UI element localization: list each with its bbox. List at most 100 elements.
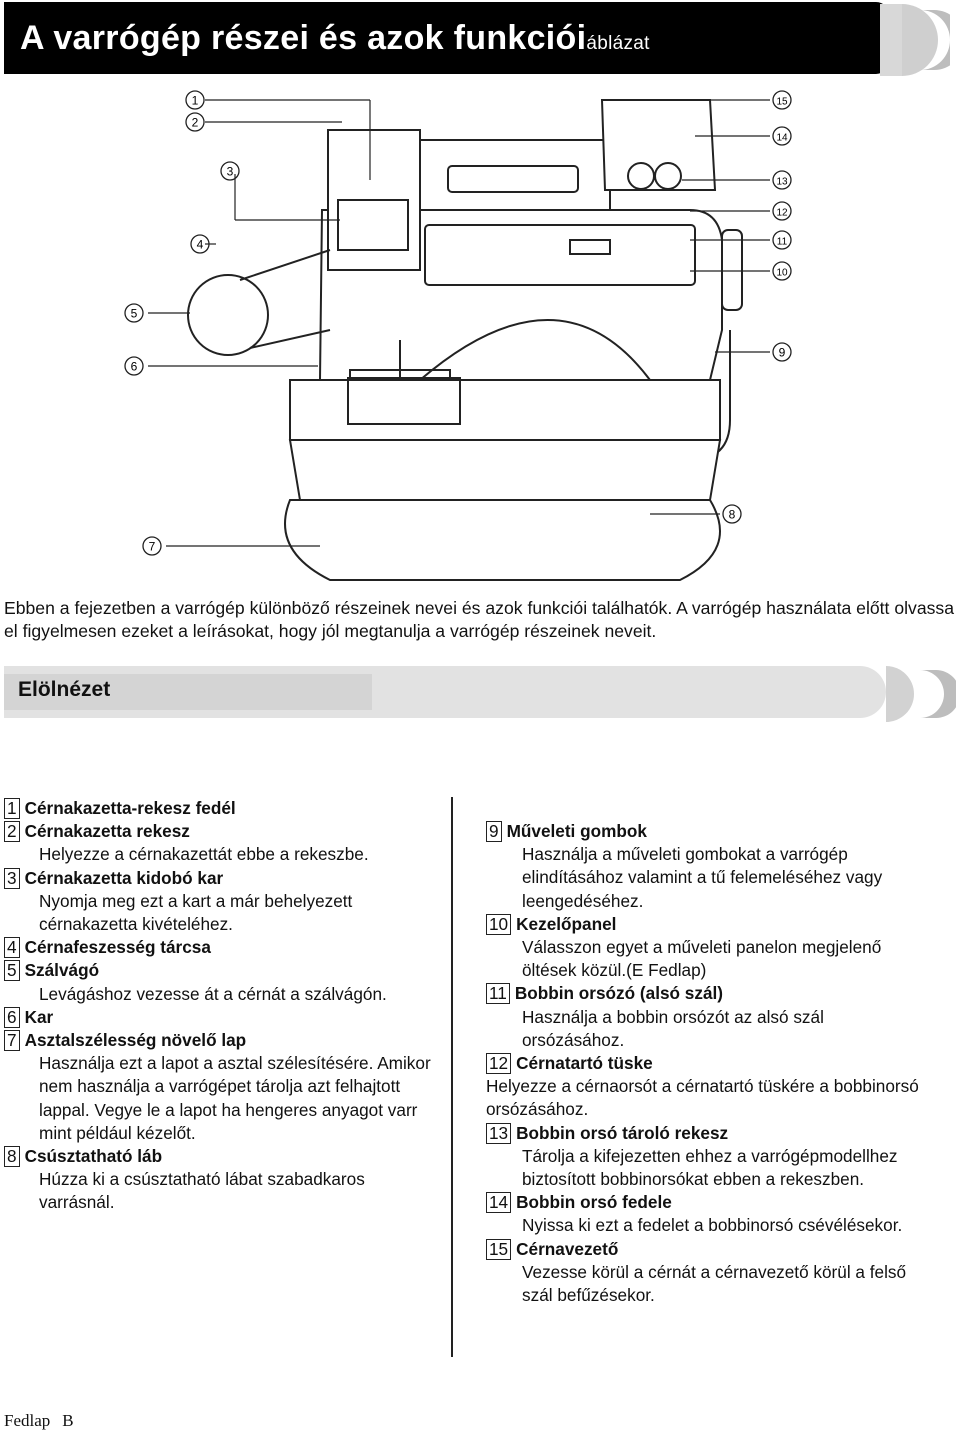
part-description: Használja a műveleti gombokat a varrógép… <box>522 844 883 911</box>
section-header-band <box>4 674 372 710</box>
part-number: 2 <box>4 821 20 843</box>
title-banner: A varrógép részei és azok funkcióiábláza… <box>4 2 890 74</box>
callout-number: 6 <box>131 360 138 374</box>
part-name: Cérnakazetta rekesz <box>24 821 190 842</box>
part-name: Kezelőpanel <box>516 913 617 934</box>
part-name: Cérnatartó tüske <box>516 1053 653 1074</box>
part-name: Cérnafeszesség tárcsa <box>24 937 211 958</box>
callout-number: 10 <box>776 268 788 279</box>
callout-number: 8 <box>729 508 736 522</box>
callout-marker <box>185 90 205 110</box>
callout-number: 9 <box>779 346 786 360</box>
part-name: Asztalszélesség növelő lap <box>24 1030 247 1051</box>
part-number: 7 <box>4 1030 20 1052</box>
part-description: Levágáshoz vezesse át a cérnát a szálvág… <box>39 983 387 1004</box>
part-description: Használja ezt a lapot a asztal szélesíté… <box>39 1053 431 1143</box>
callout-number: 14 <box>776 133 788 144</box>
callout-number: 4 <box>197 238 204 252</box>
section-decoration <box>886 666 956 722</box>
callout-number: 7 <box>149 540 156 554</box>
part-number: 4 <box>4 937 20 959</box>
callout-marker <box>772 170 792 190</box>
part-number: 3 <box>4 867 20 889</box>
callout-marker <box>772 90 792 110</box>
part-number: 10 <box>486 913 512 935</box>
part-number: 8 <box>4 1146 20 1168</box>
callout-marker <box>772 201 792 221</box>
part-number: 13 <box>486 1122 512 1144</box>
part-number: 6 <box>4 1006 20 1028</box>
part-description: Húzza ki a csúsztatható lábat szabadkaro… <box>39 1169 365 1213</box>
callout-marker <box>772 126 792 146</box>
part-name: Csúsztatható láb <box>24 1146 163 1167</box>
banner-decoration <box>880 4 950 76</box>
callout-marker <box>142 536 162 556</box>
intro-paragraph: Ebben a fejezetben a varrógép különböző … <box>4 598 954 641</box>
part-description: Helyezze a cérnakazettát ebbe a rekeszbe… <box>39 844 369 865</box>
callout-number: 12 <box>776 208 788 219</box>
callout-marker <box>722 504 742 524</box>
callout-marker <box>124 356 144 376</box>
part-description: Helyezze a cérnaorsót a cérnatartó tüské… <box>486 1076 919 1120</box>
part-number: 11 <box>486 983 510 1005</box>
callout-number: 11 <box>777 237 788 248</box>
callout-marker <box>772 261 792 281</box>
footer-label: Fedlap <box>4 1411 51 1430</box>
page-footer: Fedlap B <box>4 1411 74 1431</box>
part-name: Bobbin orsó tároló rekesz <box>516 1122 729 1143</box>
part-name: Bobbin orsózó (alsó szál) <box>514 983 724 1004</box>
page-title-suffix: áblázat <box>586 33 650 54</box>
part-name: Cérnakazetta kidobó kar <box>24 867 224 888</box>
callout-marker <box>124 303 144 323</box>
callout-number: 3 <box>227 165 234 179</box>
callout-number: 15 <box>776 97 788 108</box>
page-title: A varrógép részei és azok funkcióiábláza… <box>20 19 650 56</box>
part-number: 9 <box>486 821 502 842</box>
part-number: 1 <box>4 798 20 819</box>
callout-marker <box>185 112 205 132</box>
part-name: Kar <box>24 1006 54 1027</box>
part-description: Vezesse körül a cérnát a cérnavezető kör… <box>522 1261 907 1306</box>
part-name: Szálvágó <box>24 960 100 981</box>
footer-page: B <box>62 1411 74 1430</box>
column-divider <box>451 797 453 1357</box>
callout-number: 2 <box>192 116 199 130</box>
part-name: Bobbin orsó fedele <box>516 1192 672 1213</box>
section-header: Elölnézet <box>4 666 886 718</box>
part-number: 14 <box>486 1192 512 1214</box>
part-description: Válasszon egyet a műveleti panelon megje… <box>522 937 882 981</box>
callout-marker <box>772 342 792 362</box>
part-description: Nyomja meg ezt a kart a már behelyezett … <box>39 890 353 935</box>
part-number: 5 <box>4 960 20 982</box>
callout-number: 13 <box>776 177 788 188</box>
callout-number: 1 <box>192 94 199 108</box>
part-name: Cérnakazetta-rekesz fedél <box>24 798 236 818</box>
